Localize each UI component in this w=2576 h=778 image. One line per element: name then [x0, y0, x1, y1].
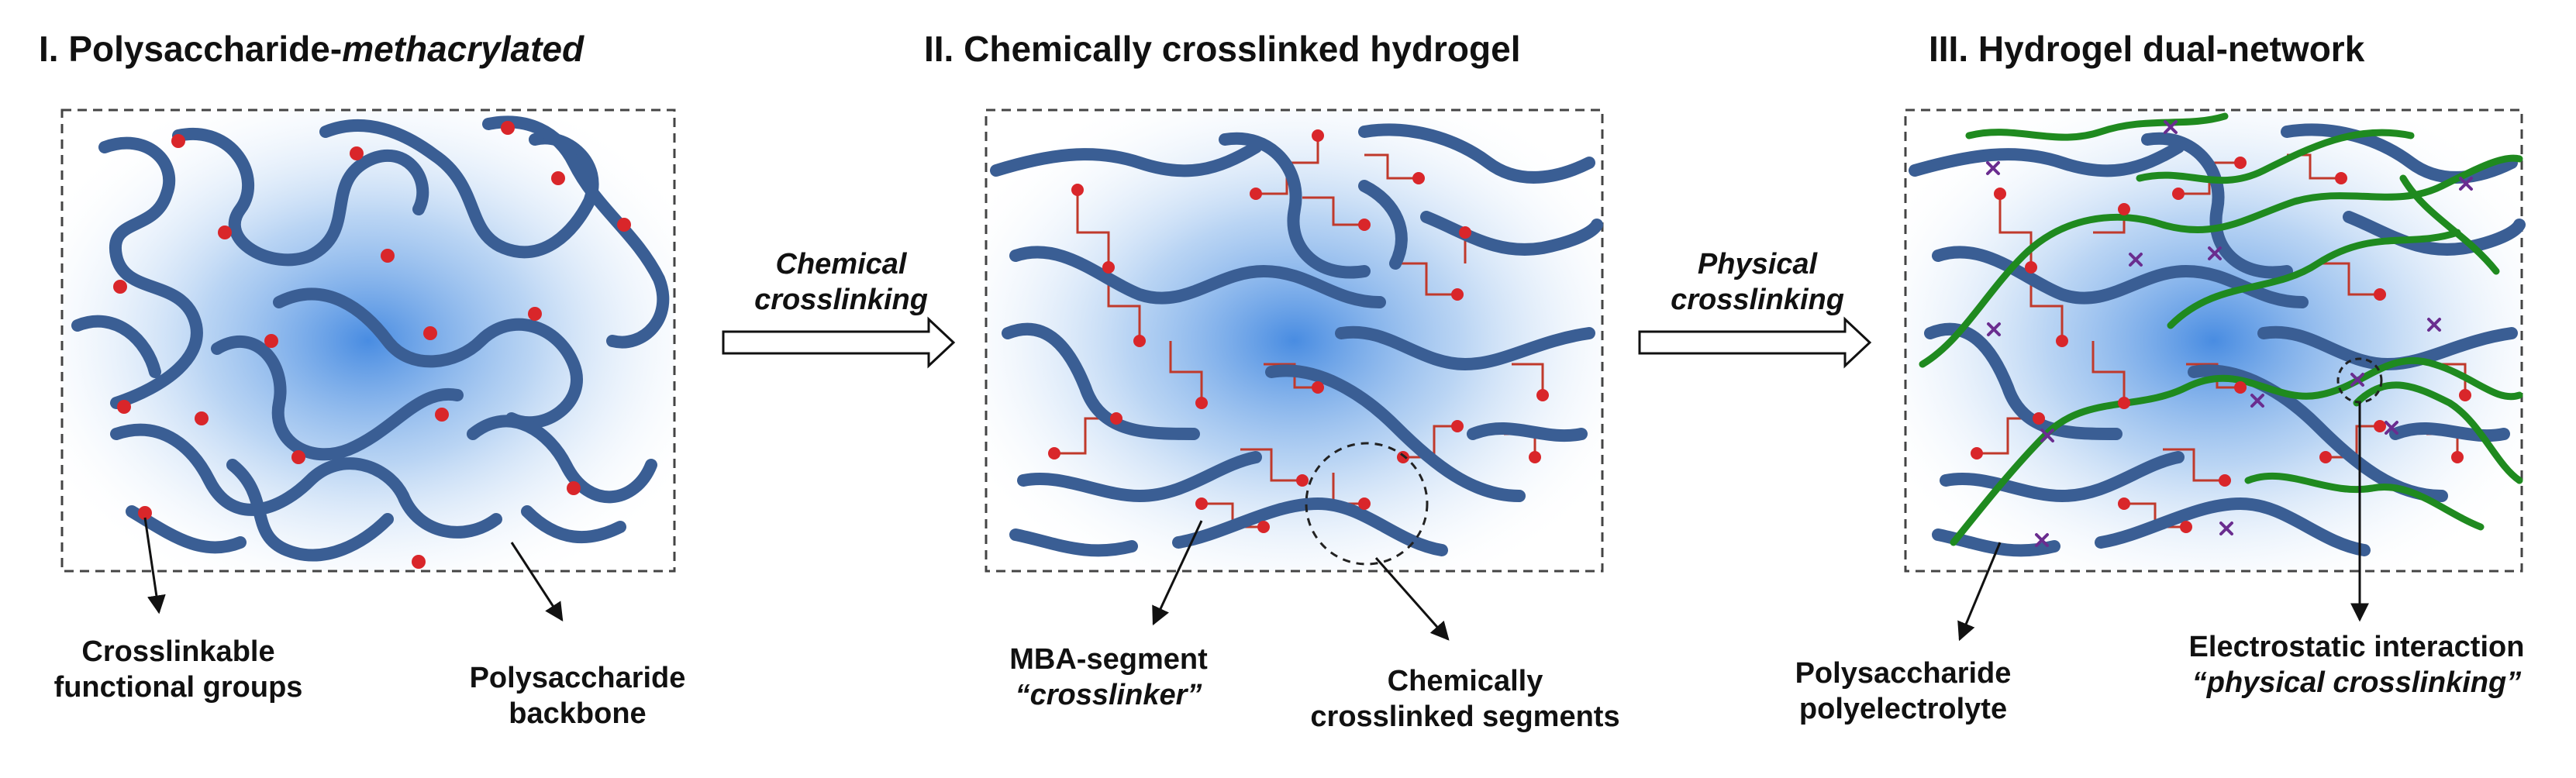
- arrow-1-label-line2: crosslinking: [754, 284, 928, 316]
- panel-1-label-backbone: Polysaccharide backbone: [450, 660, 705, 732]
- panel-1-label-left-line1: Crosslinkable: [81, 635, 275, 668]
- panel-1-right-pointer: [510, 542, 564, 622]
- panel-3-left-pointer: [1957, 542, 2002, 642]
- panel-1-backbone-chains: [71, 115, 670, 562]
- panel-3-title: III. Hydrogel dual-network: [1929, 29, 2365, 69]
- panel-3-label-left-line1: Polysaccharide: [1795, 657, 2012, 690]
- panel-1-label-right-line2: backbone: [509, 697, 647, 730]
- panel-3-polyelectrolyte-chains: [1919, 112, 2523, 546]
- arrow-2-label-line2: crosslinking: [1671, 284, 1844, 316]
- process-arrow-2: [1638, 316, 1872, 369]
- panel-1-left-pointer: [143, 517, 166, 614]
- panel-2-junctions: [1048, 129, 1549, 533]
- panel-3-label-right-line1: Electrostatic interaction: [2188, 631, 2525, 663]
- panel-1-title: I. Polysaccharide-methacrylated: [39, 28, 584, 70]
- panel-1-functional-groups: [113, 121, 631, 569]
- panel-2-backbone-chains: [990, 123, 1603, 557]
- panel-1-title-emph: methacrylated: [342, 29, 585, 69]
- panel-1-network: [60, 108, 676, 622]
- panel-3-network: [1904, 108, 2526, 642]
- panel-3-frame: [1904, 108, 2523, 573]
- panel-3-junctions: [1971, 157, 2471, 533]
- panel-2-left-pointer: [1152, 520, 1203, 626]
- panel-2-label-crosslinker: MBA-segment “crosslinker”: [985, 642, 1233, 713]
- panel-2-network: [985, 108, 1604, 641]
- panel-2-crosslinker-segments: [1054, 136, 1544, 528]
- panel-2-label-left-line2: “crosslinker”: [1015, 679, 1202, 711]
- panel-2-highlight-circle: [1305, 442, 1429, 566]
- panel-2-label-left-line1: MBA-segment: [1009, 643, 1208, 676]
- panel-3-label-right-line2: “physical crosslinking”: [2191, 666, 2522, 699]
- arrow-2-label-line1: Physical: [1697, 248, 1818, 281]
- panel-2-title: II. Chemically crosslinked hydrogel: [924, 29, 1521, 69]
- arrow-2-label: Physical crosslinking: [1645, 246, 1870, 318]
- panel-3-label-electrostatic: Electrostatic interaction “physical cros…: [2155, 629, 2558, 701]
- panel-2-label-crosslinked-segments: Chemically crosslinked segments: [1271, 663, 1659, 735]
- panel-1-label-left-line2: functional groups: [53, 671, 303, 704]
- panel-2-frame: [985, 108, 1604, 573]
- process-arrow-1: [722, 316, 956, 369]
- panel-1-label-right-line1: Polysaccharide: [469, 662, 686, 694]
- panel-2-label-right-line2: crosslinked segments: [1310, 701, 1620, 733]
- panel-1-title-prefix: I. Polysaccharide-: [39, 29, 343, 69]
- panel-3-label-left-line2: polyelectrolyte: [1798, 693, 2008, 725]
- panel-2-right-pointer: [1374, 557, 1450, 641]
- panel-3-label-polyelectrolyte: Polysaccharide polyelectrolyte: [1775, 656, 2031, 727]
- panel-1-label-functional-groups: Crosslinkable functional groups: [39, 634, 318, 705]
- panel-3-ionic-marks: [1986, 120, 2473, 547]
- panel-3-highlight-circle: [2336, 357, 2383, 404]
- panel-1-frame: [60, 108, 676, 573]
- arrow-1-label-line1: Chemical: [775, 248, 907, 281]
- arrow-1-label: Chemical crosslinking: [729, 246, 953, 318]
- panel-2-label-right-line1: Chemically: [1387, 665, 1543, 697]
